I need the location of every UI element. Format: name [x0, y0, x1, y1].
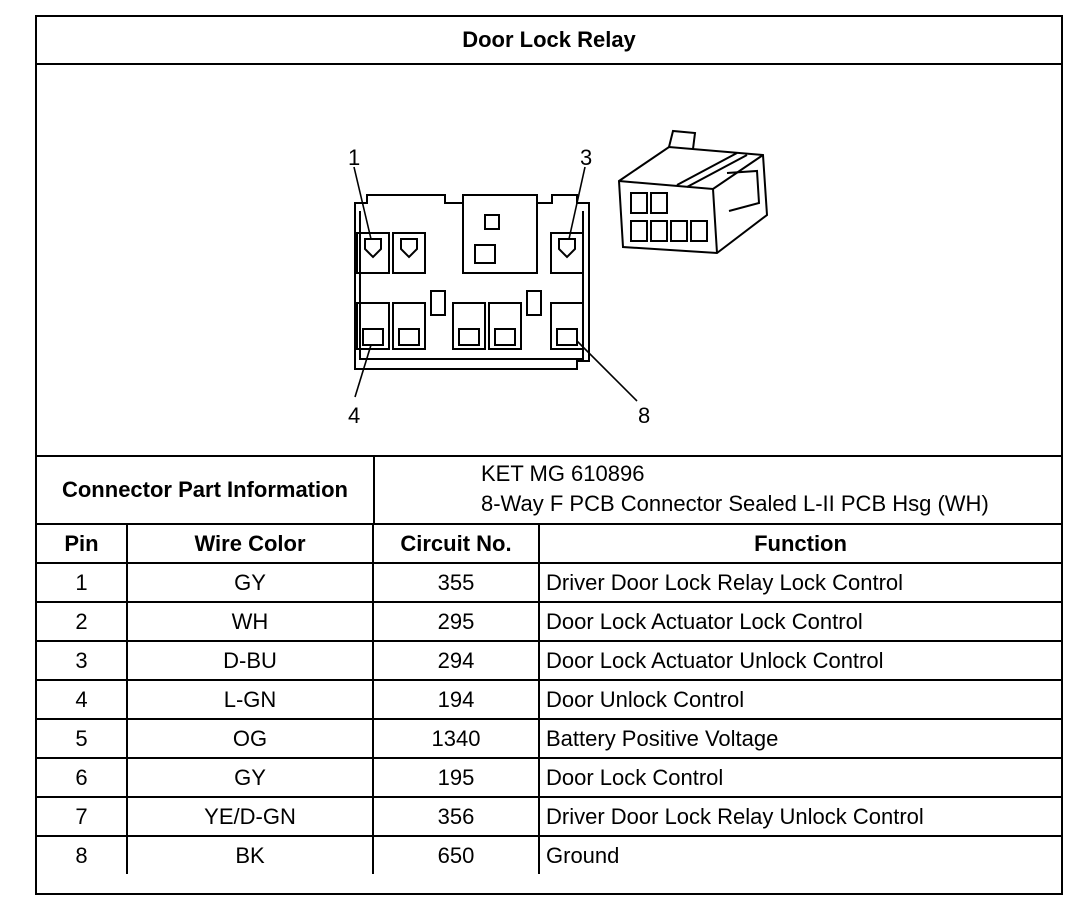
leader-pin-4 [354, 344, 372, 398]
connector-sheet: Door Lock Relay [35, 15, 1063, 895]
cell-circuit-no: 355 [372, 562, 540, 603]
cell-pin: 6 [37, 757, 128, 798]
table-row: 5 OG 1340 Battery Positive Voltage [37, 718, 1061, 759]
table-row: 2 WH 295 Door Lock Actuator Lock Control [37, 601, 1061, 642]
cell-wire-color: WH [126, 601, 374, 642]
cell-pin: 7 [37, 796, 128, 837]
pin-label-8: 8 [638, 403, 650, 428]
cell-function: Driver Door Lock Relay Lock Control [538, 562, 1061, 603]
sheet-title: Door Lock Relay [37, 17, 1061, 65]
pinout-table: Pin Wire Color Circuit No. Function 1 GY… [37, 523, 1061, 874]
header-circuit-no: Circuit No. [372, 523, 540, 564]
pin-label-4: 4 [348, 403, 360, 428]
header-function: Function [538, 523, 1061, 564]
cell-function: Door Lock Actuator Unlock Control [538, 640, 1061, 681]
connector-info-value: KET MG 610896 8-Way F PCB Connector Seal… [375, 457, 1061, 523]
connector-part-number: KET MG 610896 [481, 461, 645, 486]
connector-perspective-view [617, 129, 769, 255]
cell-wire-color: YE/D-GN [126, 796, 374, 837]
cell-wire-color: OG [126, 718, 374, 759]
leader-pin-8 [576, 340, 638, 402]
cell-pin: 4 [37, 679, 128, 720]
table-row: 8 BK 650 Ground [37, 835, 1061, 874]
pin-label-1: 1 [348, 145, 360, 170]
connector-part-information: Connector Part Information KET MG 610896… [37, 457, 1061, 525]
cell-wire-color: GY [126, 757, 374, 798]
cell-pin: 3 [37, 640, 128, 681]
cell-function: Ground [538, 835, 1061, 874]
cell-function: Door Lock Control [538, 757, 1061, 798]
cell-wire-color: D-BU [126, 640, 374, 681]
cell-function: Battery Positive Voltage [538, 718, 1061, 759]
connector-face [354, 194, 590, 370]
connector-drawing: 1 3 4 8 [348, 129, 769, 428]
cell-circuit-no: 1340 [372, 718, 540, 759]
header-wire-color: Wire Color [126, 523, 374, 564]
cell-wire-color: BK [126, 835, 374, 874]
cell-wire-color: L-GN [126, 679, 374, 720]
connector-figure: 1 3 4 8 [37, 63, 1061, 457]
cell-circuit-no: 356 [372, 796, 540, 837]
header-pin: Pin [37, 523, 128, 564]
cell-pin: 8 [37, 835, 128, 874]
leader-pin-3 [568, 166, 586, 240]
cell-function: Driver Door Lock Relay Unlock Control [538, 796, 1061, 837]
table-row: 3 D-BU 294 Door Lock Actuator Unlock Con… [37, 640, 1061, 681]
connector-description: 8-Way F PCB Connector Sealed L-II PCB Hs… [481, 491, 989, 516]
cell-circuit-no: 195 [372, 757, 540, 798]
table-row: 7 YE/D-GN 356 Driver Door Lock Relay Unl… [37, 796, 1061, 837]
pin-leader-lines [353, 166, 638, 402]
cell-function: Door Unlock Control [538, 679, 1061, 720]
table-row: 4 L-GN 194 Door Unlock Control [37, 679, 1061, 720]
pin-label-3: 3 [580, 145, 592, 170]
cell-circuit-no: 650 [372, 835, 540, 874]
table-row: 1 GY 355 Driver Door Lock Relay Lock Con… [37, 562, 1061, 603]
table-row: 6 GY 195 Door Lock Control [37, 757, 1061, 798]
cell-circuit-no: 295 [372, 601, 540, 642]
cell-circuit-no: 194 [372, 679, 540, 720]
connector-info-label: Connector Part Information [37, 457, 375, 523]
leader-pin-1 [353, 166, 372, 240]
cell-pin: 2 [37, 601, 128, 642]
cell-wire-color: GY [126, 562, 374, 603]
cell-function: Door Lock Actuator Lock Control [538, 601, 1061, 642]
table-header-row: Pin Wire Color Circuit No. Function [37, 523, 1061, 564]
cell-circuit-no: 294 [372, 640, 540, 681]
cell-pin: 5 [37, 718, 128, 759]
cell-pin: 1 [37, 562, 128, 603]
